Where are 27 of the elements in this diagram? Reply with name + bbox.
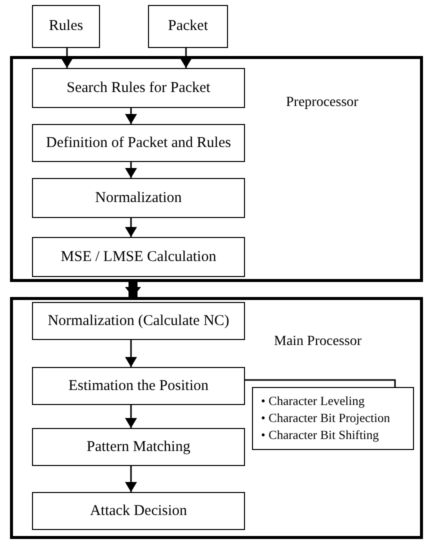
- arrow: [125, 108, 137, 124]
- group-panel: [10, 56, 423, 282]
- arrow: [125, 218, 137, 237]
- group-panel: [10, 297, 423, 539]
- process-box: Normalization (Calculate NC): [32, 302, 245, 340]
- arrow: [125, 466, 137, 492]
- note-box: [252, 387, 414, 450]
- process-box: Packet: [148, 5, 228, 48]
- process-box: Search Rules for Packet: [32, 68, 245, 108]
- bullet-item: • Character Bit Projection: [261, 410, 391, 427]
- process-box: Definition of Packet and Rules: [32, 124, 245, 162]
- arrow: [180, 48, 192, 68]
- process-box: Normalization: [32, 178, 245, 218]
- arrow: [61, 48, 73, 68]
- group-heading: Preprocessor: [286, 94, 358, 112]
- bullet-item: • Character Bit Shifting: [261, 427, 380, 444]
- process-box: Pattern Matching: [32, 428, 245, 466]
- arrow: [125, 340, 137, 367]
- bullet-item: • Character Leveling: [261, 393, 366, 410]
- group-heading: Main Processor: [274, 333, 362, 351]
- process-box: Rules: [32, 5, 100, 48]
- process-box: Attack Decision: [32, 492, 245, 530]
- process-box: Estimation the Position: [32, 367, 245, 405]
- arrow: [125, 162, 137, 178]
- process-box: MSE / LMSE Calculation: [32, 237, 245, 277]
- arrow: [125, 405, 137, 428]
- arrow: [125, 282, 141, 297]
